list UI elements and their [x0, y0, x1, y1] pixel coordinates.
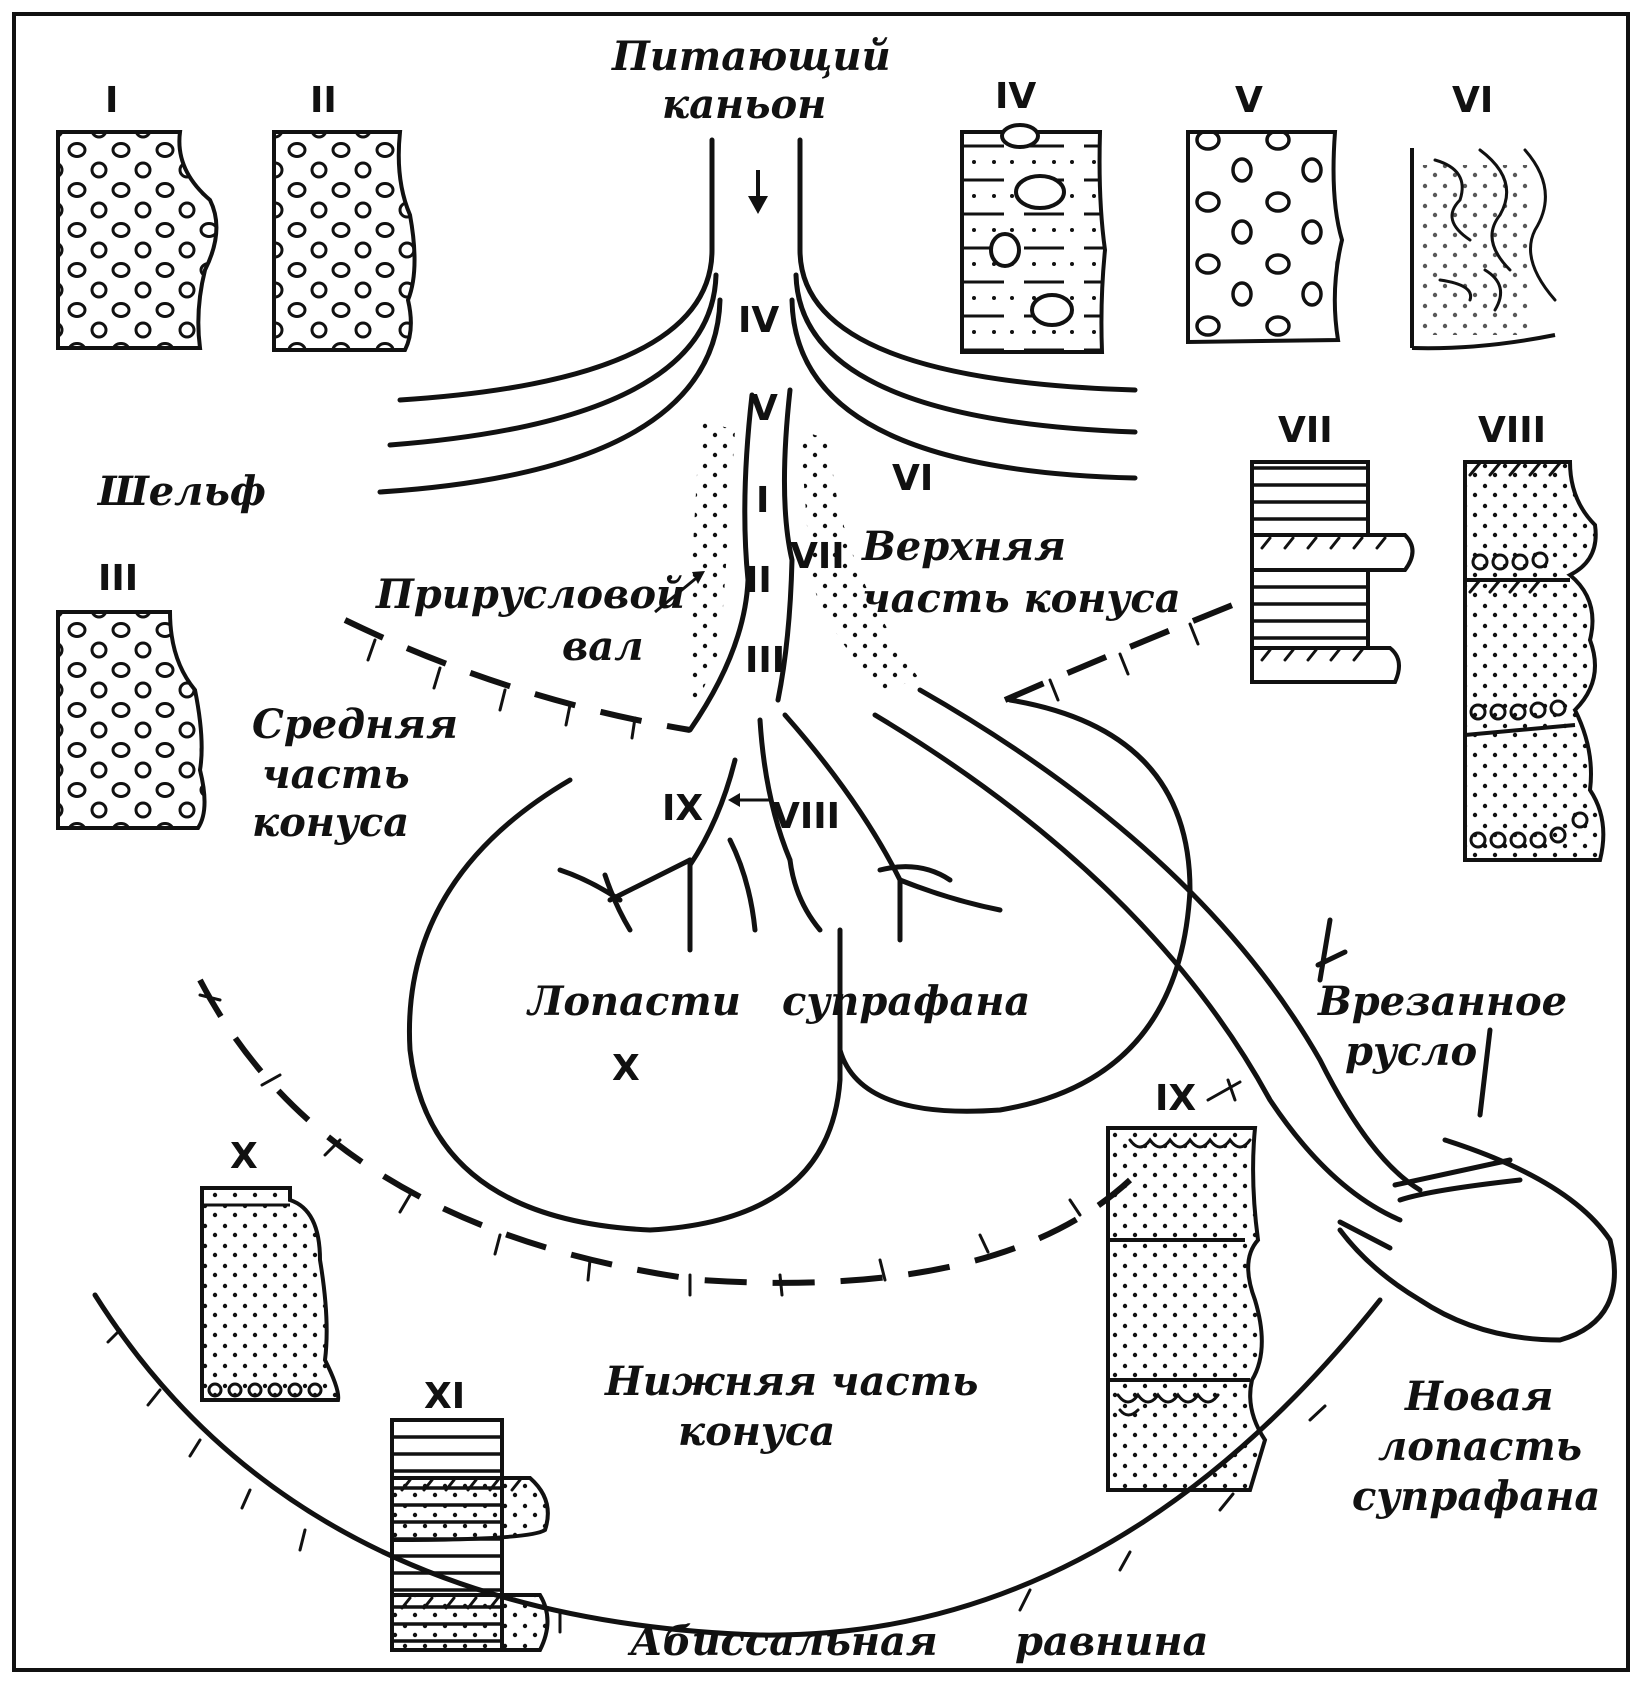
- column-label-iv: IV: [995, 76, 1036, 117]
- marker-ix: IX: [662, 788, 703, 829]
- column-v: [1188, 132, 1342, 342]
- marker-viii: VIII: [772, 796, 840, 837]
- marker-iv: IV: [738, 300, 779, 341]
- middle-fan-boundary: [200, 980, 1130, 1295]
- marker-x: X: [612, 1048, 640, 1089]
- marker-vi: VI: [892, 458, 933, 499]
- label-abyssal-plain: Абиссальная: [627, 1618, 938, 1665]
- label-levee: Прирусловой: [375, 571, 685, 618]
- column-label-vii: VII: [1278, 410, 1333, 451]
- column-label-iii: III: [98, 558, 138, 599]
- column-label-ix: IX: [1155, 1078, 1196, 1119]
- label-abyssal-plain-2: равнина: [1015, 1618, 1208, 1665]
- column-label-v: V: [1235, 80, 1263, 121]
- marker-vii: VII: [790, 536, 845, 577]
- label-lower-fan-2: конуса: [678, 1408, 835, 1455]
- marker-i: I: [756, 480, 769, 521]
- column-ix-tick: [1208, 1080, 1240, 1100]
- column-ix: [1108, 1128, 1265, 1490]
- arrow-down-icon: [748, 170, 768, 214]
- column-vi: [1412, 148, 1555, 348]
- label-incised-channel: Врезанное: [1317, 978, 1567, 1025]
- column-label-ii: II: [310, 80, 337, 121]
- arrow-icon: [728, 793, 770, 807]
- label-feeder-canyon: Питающий: [611, 33, 891, 80]
- column-label-xi: XI: [424, 1376, 465, 1417]
- label-middle-fan: Средняя: [252, 701, 458, 748]
- label-shelf: Шельф: [96, 468, 266, 515]
- marker-iii: III: [745, 640, 785, 681]
- label-lobes: Лопасти: [526, 978, 741, 1025]
- column-label-i: I: [105, 80, 118, 121]
- label-lower-fan: Нижняя часть: [604, 1358, 978, 1405]
- label-lobes-2: супрафана: [782, 978, 1030, 1025]
- label-middle-fan-2: часть: [262, 751, 410, 798]
- column-vii: [1252, 462, 1413, 682]
- marker-ii: II: [745, 560, 772, 601]
- column-label-x: X: [230, 1136, 258, 1177]
- label-new-lobe: Новая: [1404, 1373, 1554, 1420]
- label-new-lobe-2: лопасть: [1378, 1423, 1582, 1470]
- column-viii: [1465, 462, 1603, 860]
- column-label-vi: VI: [1452, 80, 1493, 121]
- column-label-viii: VIII: [1478, 410, 1546, 451]
- label-new-lobe-3: супрафана: [1352, 1473, 1600, 1520]
- label-incised-channel-2: русло: [1345, 1028, 1477, 1075]
- column-ii: [274, 132, 415, 350]
- marker-v: V: [750, 388, 778, 429]
- label-upper-fan-2: часть конуса: [862, 575, 1181, 622]
- label-levee-2: вал: [562, 623, 643, 670]
- column-iv: [962, 125, 1105, 352]
- column-xi: [392, 1420, 548, 1650]
- label-feeder-canyon-2: каньон: [662, 81, 826, 128]
- suprafan-lobes: [409, 700, 1190, 1230]
- column-x: [202, 1188, 338, 1400]
- label-upper-fan: Верхняя: [861, 523, 1066, 570]
- label-middle-fan-3: конуса: [252, 799, 409, 846]
- column-iii: [58, 612, 205, 828]
- column-i: [58, 132, 216, 348]
